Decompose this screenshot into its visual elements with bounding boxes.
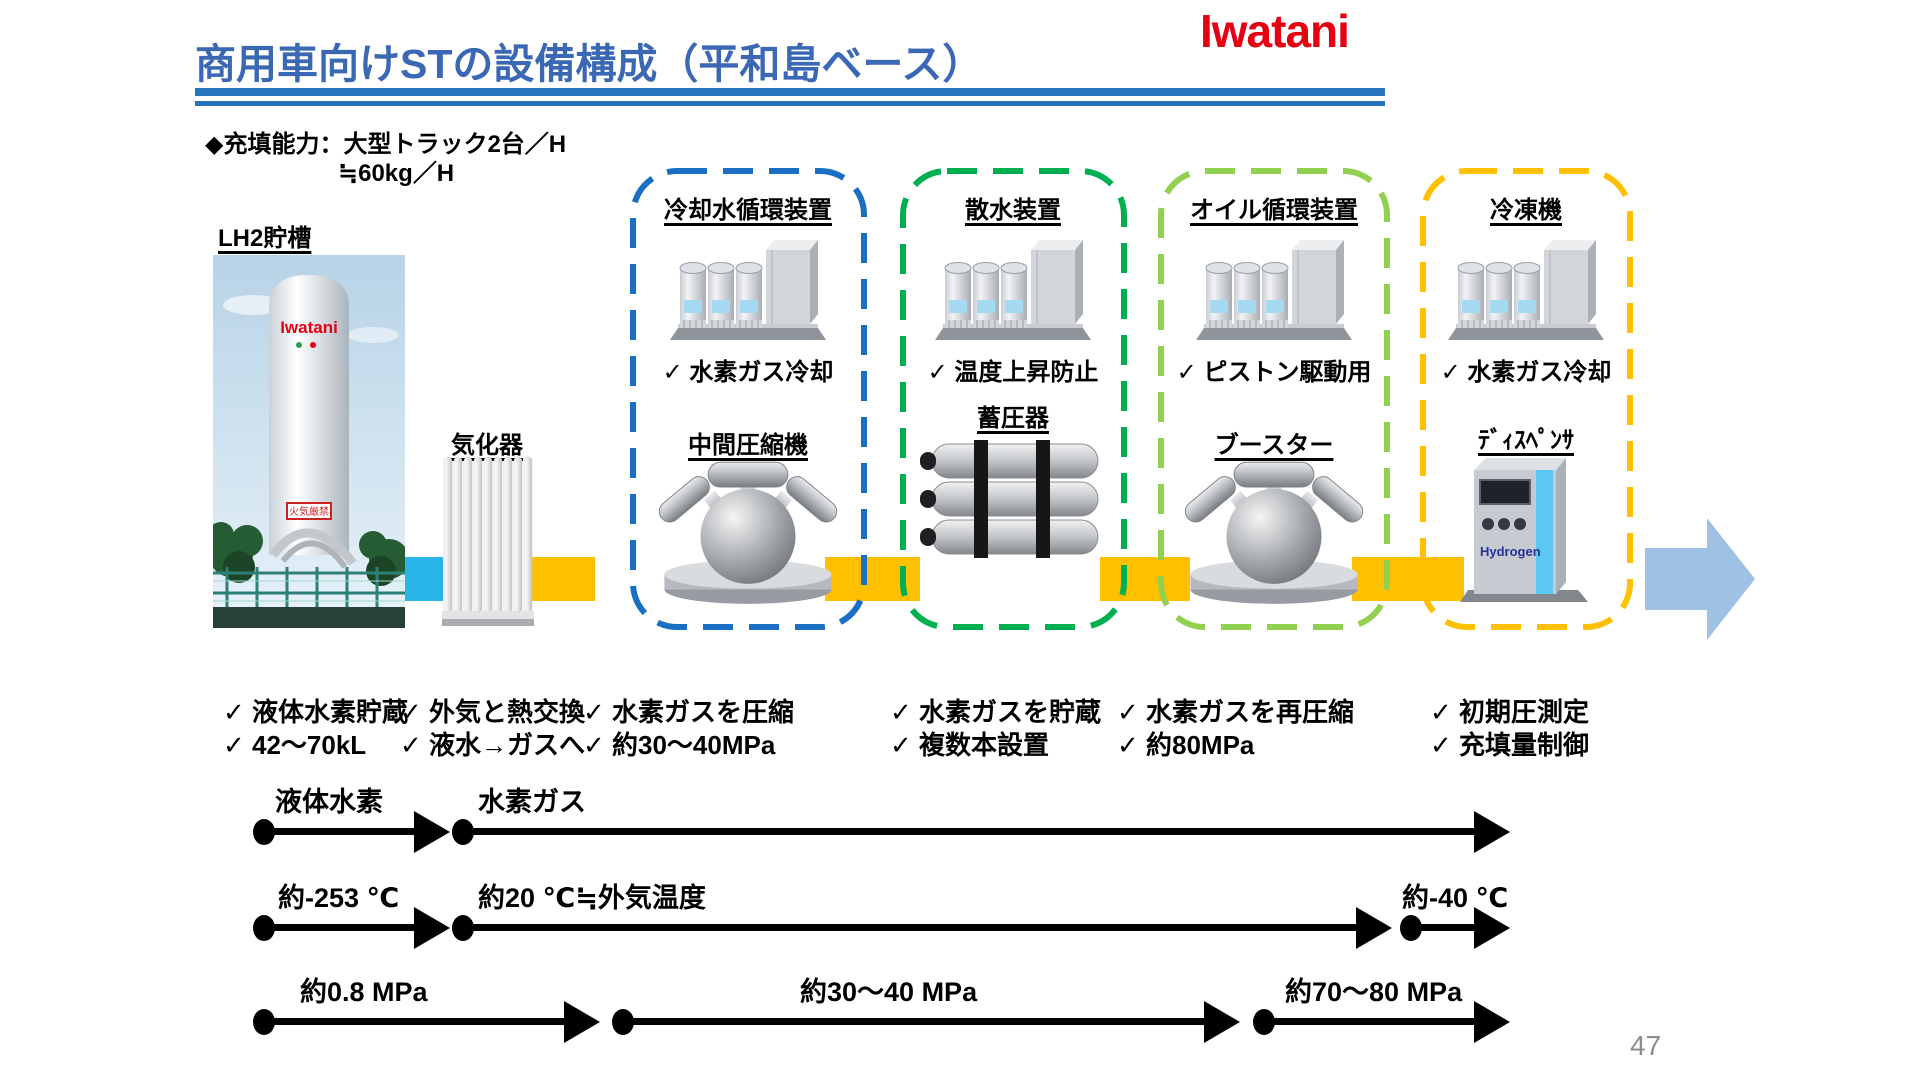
note-line: ✓ 水素ガスを圧縮 — [583, 697, 795, 727]
flow-band-yellow-1 — [528, 557, 595, 601]
lh2-tank-label: LH2貯槽 — [218, 225, 312, 252]
notes-booster: ✓ 水素ガスを再圧縮 ✓ 約80MPa — [1117, 696, 1354, 762]
note-line: ✓ 初期圧測定 — [1430, 697, 1590, 727]
timeline-temp-label-1: 約-253 ℃ — [278, 883, 400, 913]
refrigerator-check: ✓ 水素ガス冷却 — [1440, 359, 1612, 386]
notes-compressor: ✓ 水素ガスを圧縮 ✓ 約30～40MPa — [583, 696, 794, 762]
cooler-unit-icon-4 — [1446, 232, 1606, 344]
capacity-note-line2: ≒60kg／H — [338, 160, 455, 187]
vaporizer-label: 気化器 — [451, 432, 523, 459]
timeline-phase-arrowhead-2 — [1474, 811, 1510, 853]
cooler-unit-icon-2 — [933, 232, 1093, 344]
svg-text:火気厳禁: 火気厳禁 — [289, 505, 329, 518]
cooling-water-check: ✓ 水素ガス冷却 — [662, 359, 834, 386]
timeline-temp-label-2: 約20 ℃≒外気温度 — [478, 883, 706, 913]
timeline-pressure-label-3: 約70～80 MPa — [1285, 977, 1463, 1007]
page-number: 47 — [1630, 1030, 1662, 1061]
cooling-water-box-title: 冷却水循環装置 — [664, 197, 832, 224]
timeline-phase-label-2: 水素ガス — [478, 787, 586, 817]
title-rule-top — [195, 88, 1385, 96]
final-flow-arrow-head — [1707, 518, 1755, 640]
timeline-phase-line-1 — [264, 828, 414, 835]
timeline-pressure-arrowhead-1 — [564, 1001, 600, 1043]
sprinkler-box-border — [900, 168, 1127, 630]
refrigerator-box-border — [1420, 168, 1633, 630]
cooling-water-box-border — [630, 168, 867, 630]
notes-vaporizer: ✓ 外気と熱交換 ✓ 液水→ガスへ — [400, 696, 585, 762]
timeline-pressure-arrowhead-2 — [1204, 1001, 1240, 1043]
dispenser-icon: Hydrogen — [1460, 458, 1588, 602]
capacity-note-line1: ◆充填能力：大型トラック2台／H — [205, 131, 567, 158]
note-line: ✓ 外気と熱交換 — [400, 697, 586, 727]
cooler-unit-icon-3 — [1194, 232, 1354, 344]
note-line: ✓ 液水→ガスへ — [400, 730, 586, 760]
timeline-phase-label-1: 液体水素 — [275, 787, 383, 817]
timeline-temp-arrowhead-1 — [414, 907, 450, 949]
intermediate-compressor-icon — [653, 460, 843, 608]
timeline-pressure-line-1 — [264, 1018, 564, 1025]
iwatani-logo: Iwatani — [1200, 5, 1350, 57]
timeline-temp-arrowhead-3 — [1474, 907, 1510, 949]
refrigerator-box-title: 冷凍機 — [1490, 197, 1562, 224]
booster-label: ブースター — [1214, 432, 1334, 459]
timeline-phase-line-2 — [463, 828, 1474, 835]
oil-circulation-check: ✓ ピストン駆動用 — [1176, 359, 1372, 386]
flow-band-yellow-4 — [1352, 557, 1464, 601]
lh2-tank-photo: Iwatani 火気厳禁 — [213, 255, 405, 628]
timeline-temp-line-1 — [264, 924, 414, 931]
cooler-unit-icon-1 — [668, 232, 828, 344]
note-line: ✓ 42～70kL — [223, 730, 367, 760]
oil-circulation-box-title: オイル循環装置 — [1190, 197, 1358, 224]
note-line: ✓ 水素ガスを再圧縮 — [1117, 697, 1355, 727]
oil-circulation-box-border — [1158, 168, 1390, 630]
timeline-pressure-line-2 — [623, 1018, 1204, 1025]
timeline-temp-line-3 — [1411, 924, 1474, 931]
booster-icon — [1179, 460, 1369, 608]
timeline-temp-arrowhead-2 — [1356, 907, 1392, 949]
sprinkler-check: ✓ 温度上昇防止 — [927, 359, 1099, 386]
notes-dispenser: ✓ 初期圧測定 ✓ 充填量制御 — [1430, 696, 1589, 762]
notes-accumulator: ✓ 水素ガスを貯蔵 ✓ 複数本設置 — [890, 696, 1101, 762]
final-flow-arrow-body — [1645, 548, 1707, 610]
accumulator-label: 蓄圧器 — [977, 405, 1049, 432]
flow-band-yellow-3 — [1100, 557, 1190, 601]
accumulator-icon — [918, 440, 1108, 558]
note-line: ✓ 複数本設置 — [890, 730, 1050, 760]
flow-band-cyan — [405, 557, 443, 601]
timeline-pressure-line-3 — [1264, 1018, 1474, 1025]
timeline-phase-arrowhead-1 — [414, 811, 450, 853]
svg-text:Iwatani: Iwatani — [280, 318, 338, 337]
dispenser-label: ﾃﾞｨｽﾍﾟﾝｻ — [1478, 427, 1574, 454]
note-line: ✓ 約30～40MPa — [583, 730, 776, 760]
title-rule-bottom — [195, 101, 1385, 106]
timeline-temp-line-2 — [463, 924, 1356, 931]
note-line: ✓ 水素ガスを貯蔵 — [890, 697, 1102, 727]
intermediate-compressor-label: 中間圧縮機 — [688, 432, 808, 459]
timeline-pressure-arrowhead-3 — [1474, 1001, 1510, 1043]
notes-lh2: ✓ 液体水素貯蔵 ✓ 42～70kL — [223, 696, 408, 762]
timeline-pressure-label-2: 約30～40 MPa — [800, 977, 978, 1007]
svg-text:Hydrogen: Hydrogen — [1480, 544, 1541, 559]
note-line: ✓ 充填量制御 — [1430, 730, 1590, 760]
page-title: 商用車向けSTの設備構成（平和島ベース） — [195, 41, 984, 87]
timeline-pressure-label-1: 約0.8 MPa — [300, 977, 428, 1007]
sprinkler-box-title: 散水装置 — [965, 197, 1061, 224]
note-line: ✓ 約80MPa — [1117, 730, 1255, 760]
vaporizer-icon — [442, 455, 534, 627]
note-line: ✓ 液体水素貯蔵 — [223, 697, 409, 727]
